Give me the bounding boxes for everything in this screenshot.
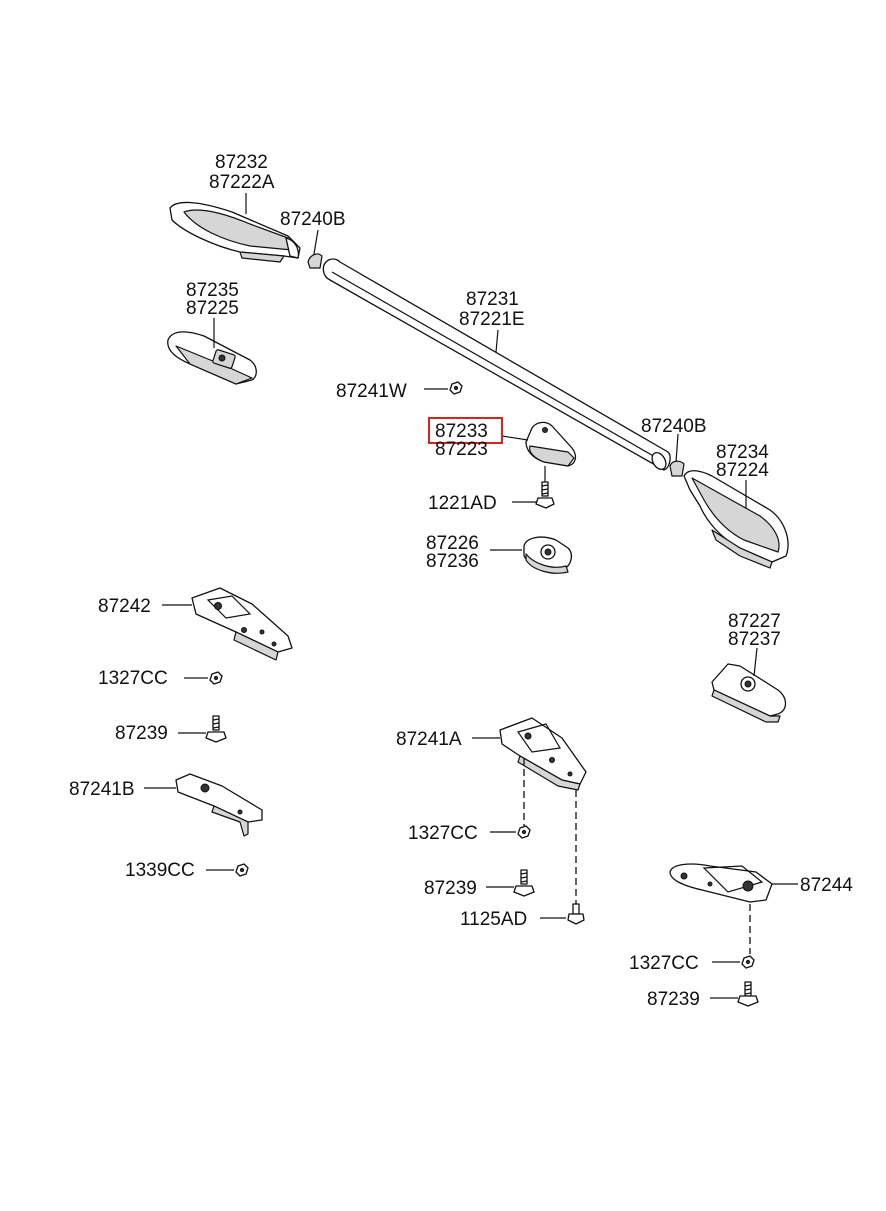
rear-rail-end-cover[interactable]: [683, 470, 789, 569]
bolt-87239-b[interactable]: [513, 869, 535, 897]
label-87227: 87227: [728, 611, 781, 632]
label-87239-c: 87239: [647, 989, 700, 1010]
label-1327CC-b: 1327CC: [408, 823, 478, 844]
label-87239-a: 87239: [115, 723, 168, 744]
nut-1339cc[interactable]: [235, 863, 249, 877]
bolt-1221ad[interactable]: [535, 466, 555, 509]
label-87231: 87231: [466, 289, 519, 310]
label-87222A: 87222A: [209, 172, 275, 193]
rail-end-clip-right[interactable]: [669, 460, 685, 477]
label-1125AD: 1125AD: [460, 909, 527, 930]
label-87241W: 87241W: [336, 381, 407, 402]
highlight-box: [428, 417, 503, 444]
label-87241B: 87241B: [69, 779, 135, 800]
label-87232: 87232: [215, 152, 268, 173]
nut-87241w[interactable]: [449, 381, 463, 395]
label-87221E: 87221E: [459, 309, 525, 330]
label-87226: 87226: [426, 533, 479, 554]
roof-rail-bar[interactable]: [322, 258, 671, 472]
front-mount-pad[interactable]: [167, 331, 257, 385]
nut-1327cc-b[interactable]: [517, 825, 531, 839]
screw-1125ad[interactable]: [567, 903, 585, 925]
label-87240B-right: 87240B: [641, 416, 707, 437]
bolt-87239-c[interactable]: [737, 981, 759, 1007]
label-87223: 87223: [435, 439, 488, 460]
label-87234: 87234: [716, 442, 769, 463]
rail-end-clip-top[interactable]: [307, 253, 323, 269]
label-87241A: 87241A: [396, 729, 462, 750]
mount-pad-87226[interactable]: [523, 536, 573, 574]
label-87237: 87237: [728, 629, 781, 650]
nut-1327cc-a[interactable]: [209, 671, 223, 685]
label-87233: 87233: [435, 421, 488, 442]
label-87242: 87242: [98, 596, 151, 617]
bracket-87244[interactable]: [669, 863, 773, 903]
bolt-87239-a[interactable]: [205, 715, 227, 743]
center-cover-87233[interactable]: [525, 421, 577, 467]
label-87240B-top: 87240B: [280, 209, 346, 230]
label-87235: 87235: [186, 280, 239, 301]
label-87224: 87224: [716, 460, 769, 481]
label-1327CC-c: 1327CC: [629, 953, 699, 974]
label-87239-b: 87239: [424, 878, 477, 899]
front-rail-end-cover[interactable]: [169, 201, 301, 263]
rear-mount-pad[interactable]: [711, 663, 787, 723]
label-87225: 87225: [186, 298, 239, 319]
label-1339CC: 1339CC: [125, 860, 195, 881]
label-87244: 87244: [800, 875, 853, 896]
bracket-87242[interactable]: [191, 587, 293, 661]
nut-1327cc-c[interactable]: [741, 955, 755, 969]
label-1221AD: 1221AD: [428, 493, 497, 514]
label-87236: 87236: [426, 551, 479, 572]
label-1327CC-a: 1327CC: [98, 668, 168, 689]
bracket-87241b[interactable]: [175, 773, 263, 837]
bracket-87241a[interactable]: [499, 717, 587, 791]
